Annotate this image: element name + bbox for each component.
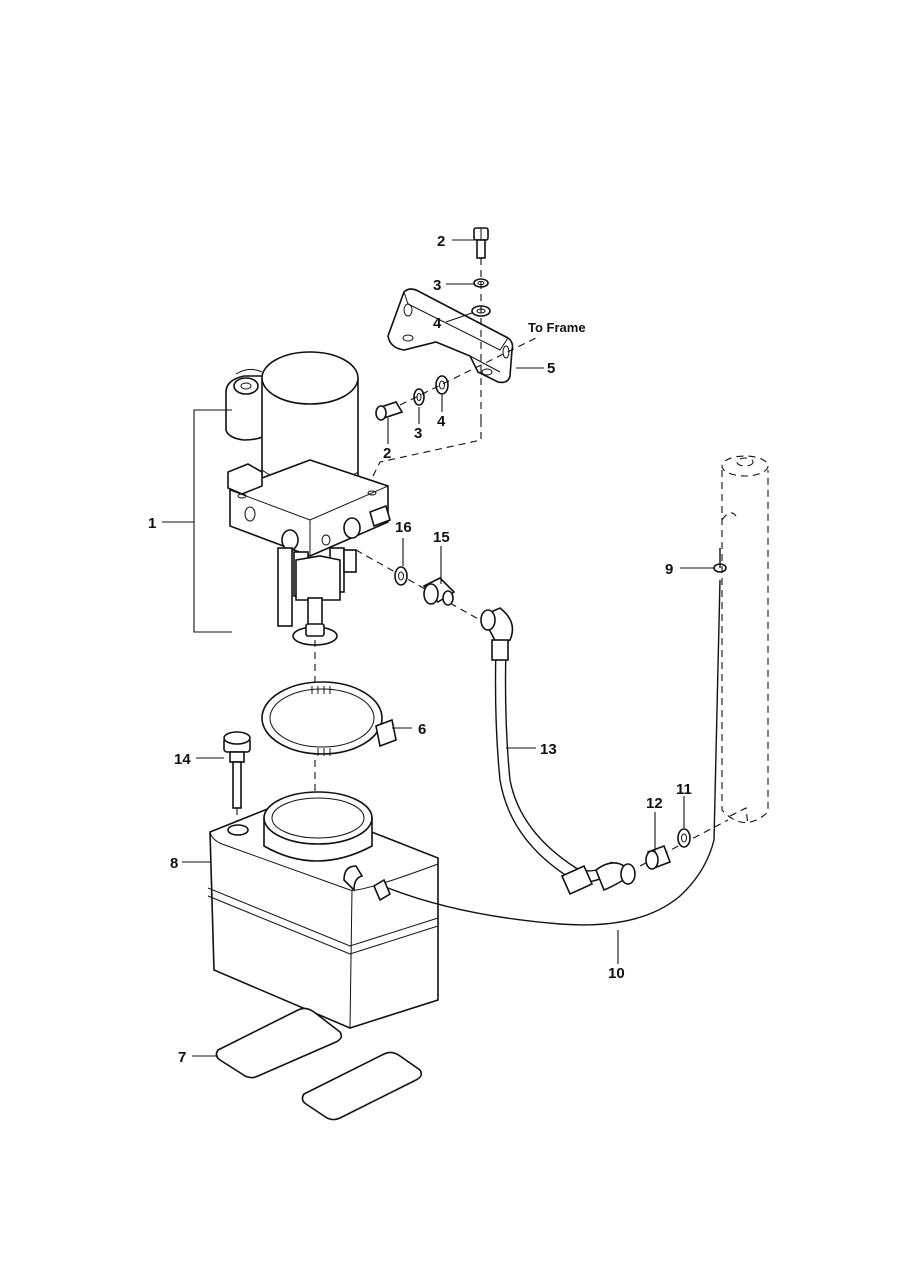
fitting-12 — [645, 844, 672, 870]
o-ring-11 — [677, 828, 691, 848]
rubber-pads-7 — [215, 1007, 423, 1121]
hose-13 — [480, 607, 636, 896]
mounting-bracket — [387, 288, 514, 384]
leader-lines — [162, 239, 714, 1057]
hose-clamp-6 — [261, 681, 397, 756]
return-line-10 — [387, 579, 721, 926]
callout-4-side: 4 — [437, 413, 446, 430]
callout-5: 5 — [547, 360, 555, 377]
cap-screw-top — [473, 227, 489, 259]
flat-washer-side — [435, 375, 449, 395]
lock-washer-side — [413, 388, 425, 406]
callout-11: 11 — [676, 781, 692, 798]
cap-screw-side — [375, 401, 404, 421]
adapter-fitting-15 — [422, 577, 456, 606]
callout-4-top: 4 — [433, 315, 442, 332]
clip-9 — [713, 548, 727, 573]
o-ring-16 — [394, 566, 408, 586]
callout-1: 1 — [148, 515, 156, 532]
callout-16: 16 — [395, 519, 412, 536]
reservoir-tank-8 — [207, 791, 439, 1029]
callout-14: 14 — [174, 751, 191, 768]
callout-12: 12 — [646, 795, 663, 812]
lift-cylinder — [721, 455, 769, 827]
callout-3-side: 3 — [414, 425, 422, 442]
callout-6: 6 — [418, 721, 426, 738]
callout-8: 8 — [170, 855, 178, 872]
callout-15: 15 — [433, 529, 450, 546]
callout-3-top: 3 — [433, 277, 441, 294]
hydraulic-pump-assembly — [225, 351, 391, 646]
callout-2-side: 2 — [383, 445, 391, 462]
callout-13: 13 — [540, 741, 557, 758]
breather-cap-14 — [223, 731, 251, 828]
callout-2-top: 2 — [437, 233, 445, 250]
to-frame-note: To Frame — [528, 320, 586, 335]
callout-7: 7 — [178, 1049, 186, 1066]
callout-10: 10 — [608, 965, 625, 982]
callout-9: 9 — [665, 561, 673, 578]
